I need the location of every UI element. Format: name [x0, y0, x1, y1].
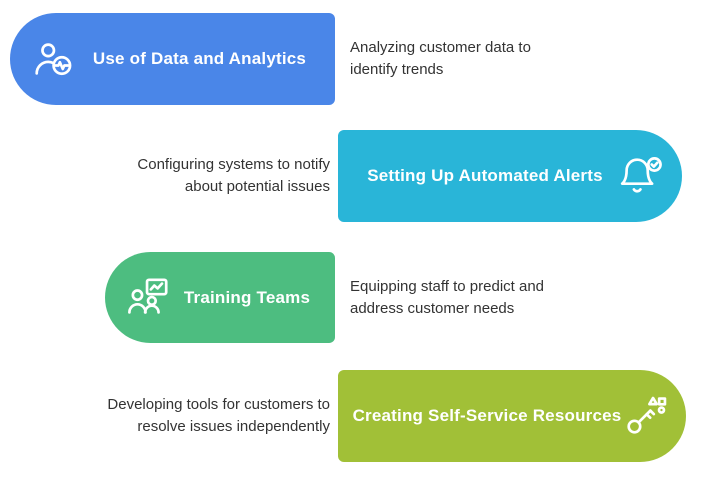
- team-training-icon: [125, 275, 171, 321]
- step-title: Creating Self-Service Resources: [352, 406, 622, 425]
- key-resources-icon: [622, 393, 668, 439]
- step-description: Developing tools for customers to resolv…: [107, 396, 330, 436]
- step-description: Configuring systems to notify about pote…: [137, 156, 330, 196]
- bell-check-icon: [618, 153, 664, 199]
- step-banner-automated-alerts: Setting Up Automated Alerts: [338, 130, 682, 222]
- step-description: Analyzing customer data to identify tren…: [350, 39, 531, 79]
- step-description: Equipping staff to predict and address c…: [350, 278, 545, 318]
- step-banner-self-service: Creating Self-Service Resources: [338, 370, 686, 462]
- step-title: Use of Data and Analytics: [92, 49, 307, 68]
- step-title: Training Teams: [183, 287, 311, 307]
- step-title: Setting Up Automated Alerts: [367, 166, 603, 185]
- step-banner-training-teams: Training Teams: [105, 252, 335, 343]
- person-analytics-icon: [30, 36, 76, 82]
- step-banner-use-of-data: Use of Data and Analytics: [10, 13, 335, 105]
